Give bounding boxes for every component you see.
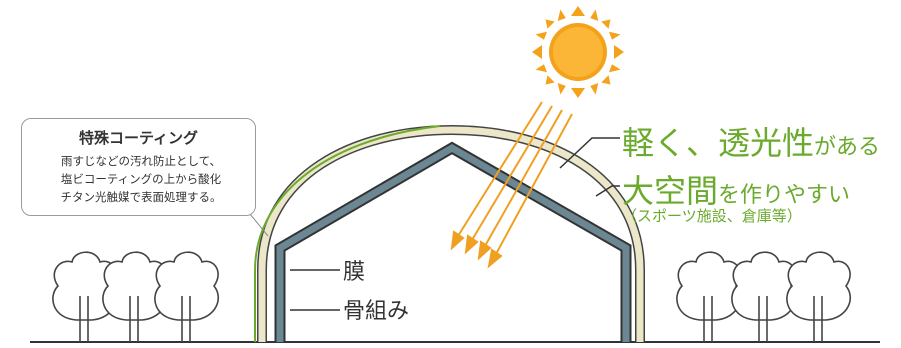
tree-icon (786, 251, 851, 342)
tree-icon (154, 251, 219, 342)
membrane-band (258, 126, 644, 342)
feature2-leader (595, 185, 620, 197)
feature-large-space: 大空間を作りやすい (622, 166, 850, 212)
tree-icon (102, 251, 167, 342)
callout-line: 塩ビコーティングの上から酸化 (60, 172, 222, 186)
tree-icon (731, 251, 796, 342)
callout-title: 特殊コーティング (78, 129, 199, 147)
membrane-label: 膜 (343, 260, 366, 285)
callout-line: チタン光触媒で表面処理する。 (60, 190, 222, 204)
callout-pointer (249, 213, 269, 237)
callout-body: 雨すじなどの汚れ防止として、 塩ビコーティングの上から酸化 チタン光触媒で表面処… (32, 152, 250, 206)
sunlight-arrows (450, 101, 573, 269)
tree-icon (676, 251, 741, 342)
feature2-main: 大空間 (622, 172, 719, 210)
tree-icon (52, 251, 117, 342)
feature-light-translucent: 軽く、透光性がある (622, 118, 880, 164)
frame-label: 骨組み (343, 299, 410, 324)
feature2-note: （スポーツ施設、倉庫等） (622, 207, 802, 225)
feature1-suffix: がある (814, 135, 881, 160)
feature1-main: 軽く、透光性 (622, 124, 815, 162)
coating-callout: 特殊コーティング 雨すじなどの汚れ防止として、 塩ビコーティングの上から酸化 チ… (21, 118, 256, 216)
sun-icon (532, 6, 624, 98)
feature2-suffix: を作りやすい (718, 183, 851, 208)
frame-inner (276, 143, 630, 342)
coating-line (254, 125, 441, 342)
callout-line: 雨すじなどの汚れ防止として、 (60, 154, 222, 168)
feature1-leader (559, 137, 620, 169)
